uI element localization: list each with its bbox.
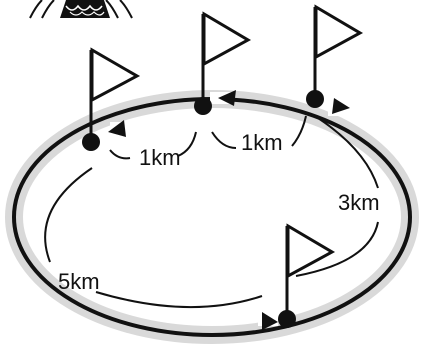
flag-4 (278, 223, 336, 328)
direction-arrows (108, 90, 350, 330)
flag-1 (82, 47, 141, 151)
arrowhead (332, 98, 350, 114)
distance-label-4: 5km (58, 269, 100, 294)
distance-label-1: 1km (139, 145, 181, 170)
distance-label-3: 3km (338, 190, 380, 215)
route-line (12, 97, 412, 337)
flag-marker (306, 90, 324, 108)
flag-2 (194, 11, 252, 115)
flag-marker (82, 133, 100, 151)
arrowhead (262, 312, 278, 330)
flag-3 (306, 4, 364, 108)
arrowhead (108, 120, 126, 137)
segment-guides (44, 115, 379, 309)
cropped-decoration (29, 0, 133, 19)
distance-label-2: 1km (241, 130, 283, 155)
route-gaps (110, 92, 346, 326)
flag-marker (194, 97, 212, 115)
arrowhead (218, 90, 236, 106)
flag-marker (278, 310, 296, 328)
